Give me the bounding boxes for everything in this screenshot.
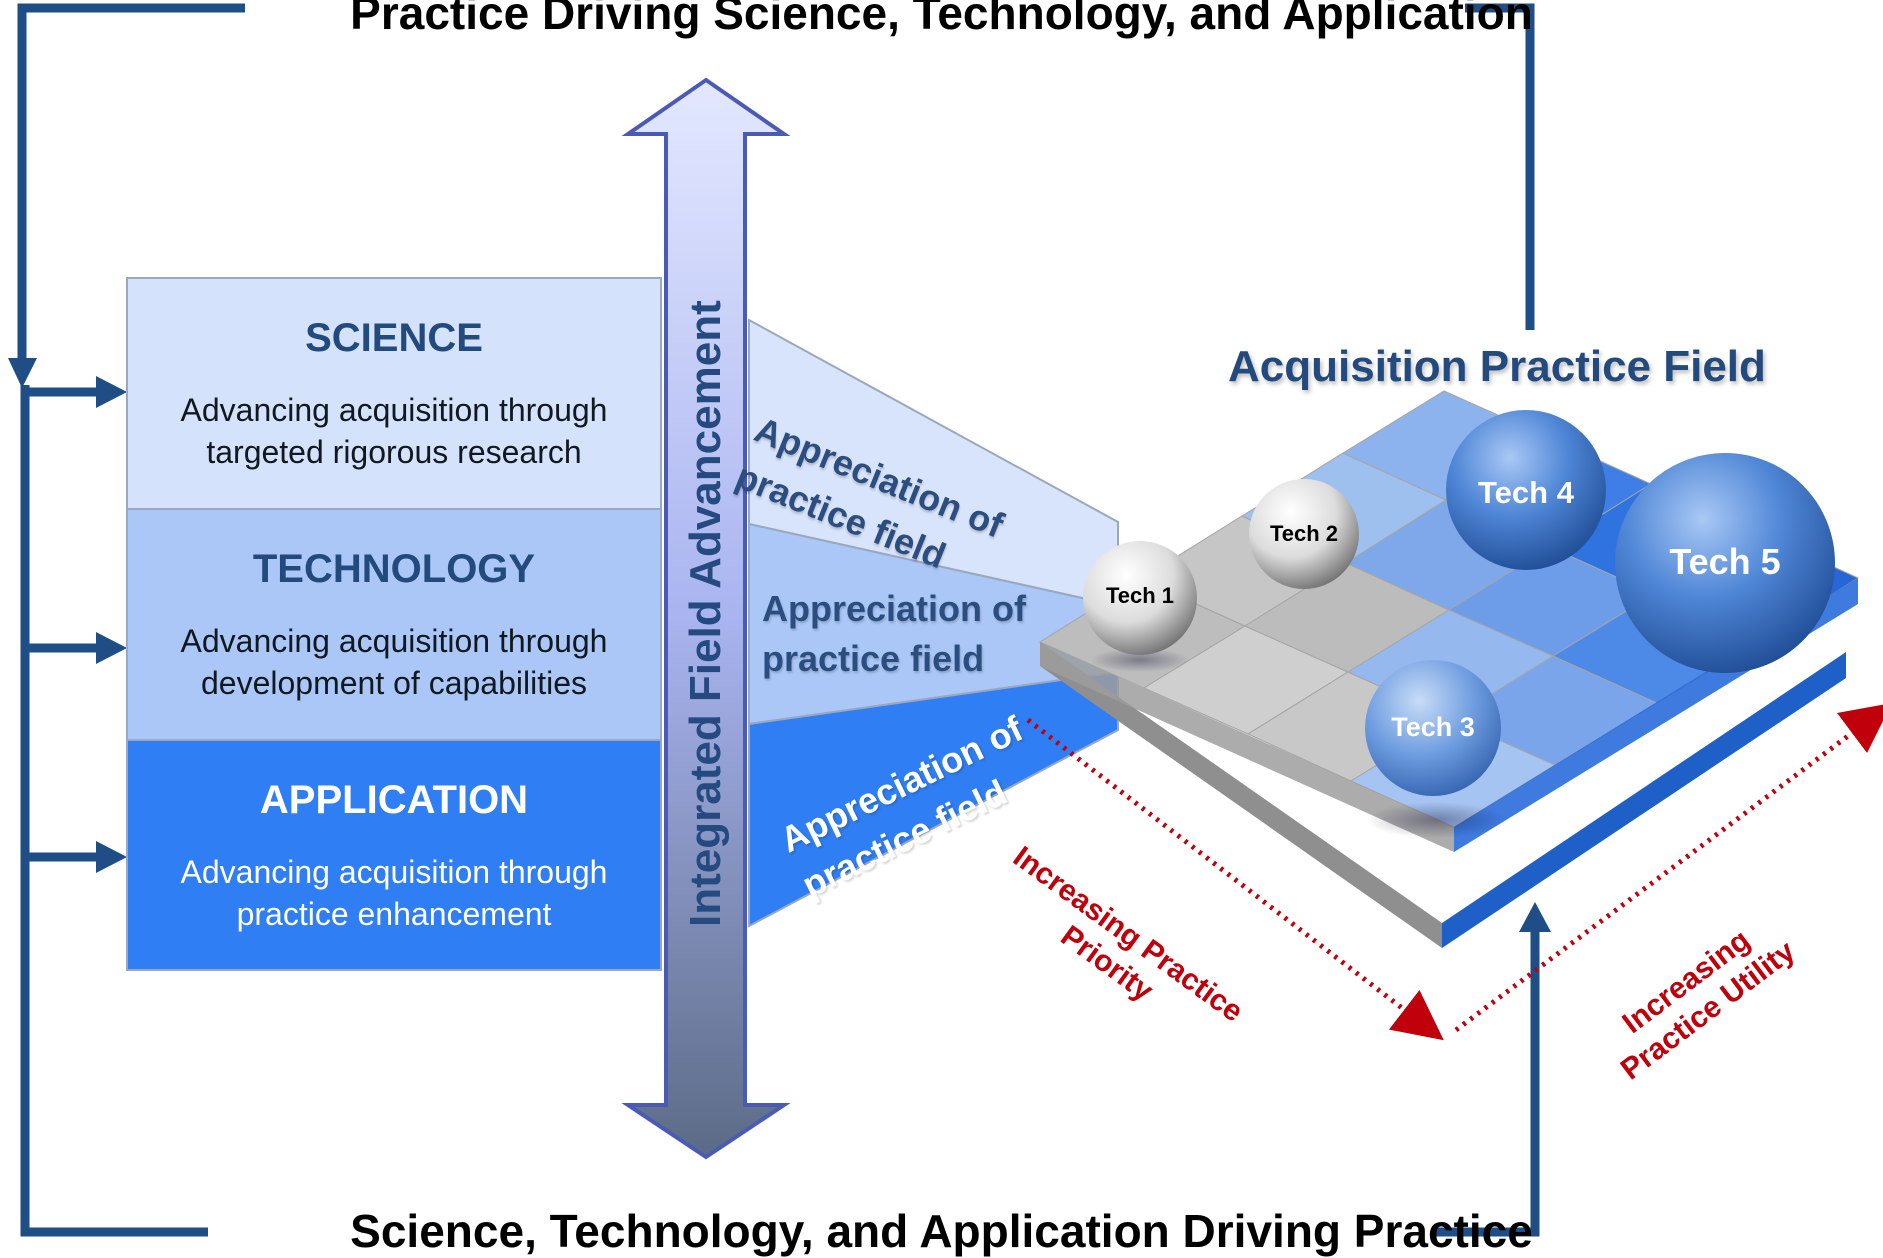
field-title: Acquisition Practice Field — [1228, 342, 1766, 391]
tech-1-sphere — [1083, 541, 1197, 655]
technology-description: Advancing acquisition through developmen… — [180, 623, 608, 701]
tech-5-label: Tech 5 — [1669, 541, 1781, 582]
science-title: SCIENCE — [305, 316, 483, 360]
utility-axis-arrow — [1454, 703, 1883, 1032]
tech-3-label: Tech 3 — [1391, 712, 1475, 742]
integrated-field-label: Integrated Field Advancement — [681, 300, 730, 927]
application-title: APPLICATION — [259, 778, 529, 822]
tech-1-label: Tech 1 — [1105, 583, 1175, 608]
technology-box — [126, 508, 662, 741]
tech-3-sphere — [1365, 660, 1501, 796]
tech-4-sphere — [1446, 410, 1606, 570]
priority-axis-arrow — [1026, 718, 1444, 1041]
technology-title: TECHNOLOGY — [252, 547, 536, 591]
application-description: Advancing acquisition through practice e… — [180, 854, 608, 932]
science-box — [126, 277, 662, 510]
integrated-field-arrow — [621, 77, 791, 1160]
appreciation-band-bottom — [748, 670, 1119, 928]
bottom-heading: Science, Technology, and Application Dri… — [350, 1205, 1533, 1257]
appreciation-label-middle: Appreciation of practice field — [762, 588, 1027, 679]
tech-4-label: Tech 4 — [1478, 475, 1574, 510]
tech-2-label: Tech 2 — [1269, 521, 1339, 546]
science-description: Advancing acquisition through targeted r… — [180, 392, 608, 470]
tech-5-sphere — [1615, 453, 1835, 673]
feedback-frame — [17, 3, 1540, 1237]
tech-2-sphere — [1249, 479, 1359, 589]
application-box — [126, 739, 662, 971]
frame-arrowheads — [8, 358, 1551, 932]
top-heading: Practice Driving Science, Technology, an… — [350, 0, 1533, 39]
